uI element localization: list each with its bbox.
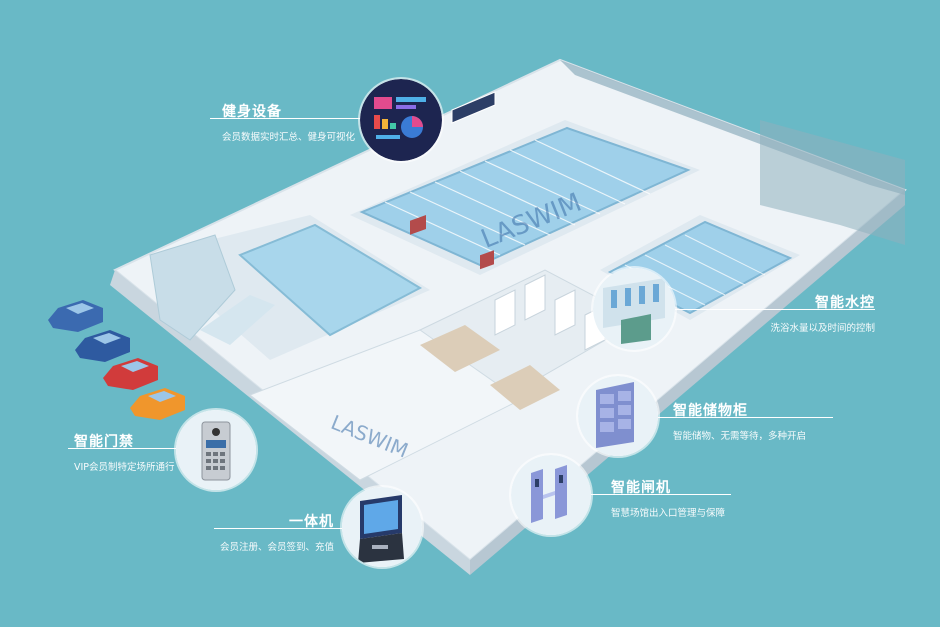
- fitness-callout: 健身设备 会员数据实时汇总、健身可视化: [222, 101, 355, 143]
- shower-icon: [593, 268, 675, 350]
- fitness-title: 健身设备: [222, 104, 282, 120]
- locker-badge: [578, 376, 658, 456]
- gate-callout: 智能闸机 智慧场馆出入口管理与保障: [611, 477, 725, 519]
- turnstile-icon: [511, 455, 591, 535]
- locker-icon: [578, 376, 658, 456]
- kiosk-badge: [342, 487, 422, 567]
- glass-wall-right: [760, 120, 905, 245]
- access-callout: 智能门禁 VIP会员制特定场所通行: [74, 431, 175, 473]
- gate-desc: 智慧场馆出入口管理与保障: [611, 508, 726, 519]
- diving-platform: [149, 234, 236, 341]
- water-callout: 智能水控 洗浴水量以及时间的控制: [760, 292, 875, 334]
- kiosk-desc: 会员注册、会员签到、充值: [219, 542, 334, 553]
- reception-room: [420, 325, 500, 372]
- access-badge: [176, 410, 256, 490]
- access-title: 智能门禁: [74, 434, 134, 450]
- door-intercom-icon: [176, 410, 256, 490]
- gate-badge: [511, 455, 591, 535]
- fitness-leader-line: [210, 118, 360, 119]
- pool-lanes: [384, 139, 651, 256]
- water-desc: 洗浴水量以及时间的控制: [770, 323, 875, 334]
- water-badge: [593, 268, 675, 350]
- locker-leader-line: [658, 417, 833, 418]
- water-leader-line: [675, 309, 875, 310]
- main-pool: [359, 126, 691, 267]
- fitness-desc: 会员数据实时汇总、健身可视化: [222, 132, 356, 143]
- locker-desc: 智能储物、无需等待，多种开启: [673, 431, 807, 442]
- kiosk-leader-line: [214, 528, 342, 529]
- kiosk-callout: 一体机 会员注册、会员签到、充值: [214, 511, 334, 553]
- car-icon: [75, 330, 130, 362]
- kiosk-title: 一体机: [289, 514, 334, 530]
- kiosk-icon: [342, 487, 422, 567]
- access-leader-line: [68, 448, 176, 449]
- water-title: 智能水控: [815, 295, 875, 311]
- access-desc: VIP会员制特定场所通行: [74, 462, 175, 473]
- diving-board: [200, 295, 275, 345]
- car-icon: [130, 388, 185, 420]
- car-icon: [48, 300, 103, 332]
- car-icon: [103, 358, 158, 390]
- gate-title: 智能闸机: [611, 480, 671, 496]
- locker-callout: 智能储物柜 智能储物、无需等待，多种开启: [673, 400, 806, 442]
- locker-title: 智能储物柜: [673, 403, 748, 419]
- fitness-badge: [360, 79, 442, 161]
- gate-leader-line: [591, 494, 731, 495]
- wall-screen: [451, 91, 496, 124]
- parked-cars: [48, 300, 185, 420]
- office-room: [490, 365, 560, 410]
- diving-pool: [238, 223, 423, 337]
- dashboard-icon: [360, 79, 442, 161]
